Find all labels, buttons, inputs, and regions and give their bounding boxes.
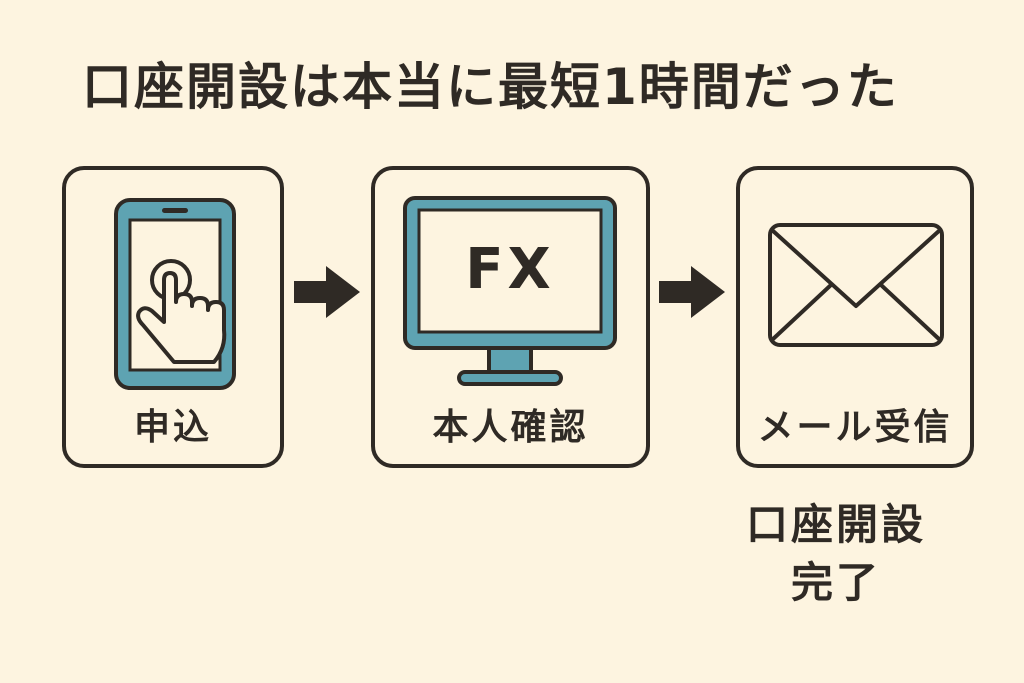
envelope-icon	[768, 223, 944, 347]
arrow-right-icon	[659, 266, 725, 318]
arrow-right-icon	[294, 266, 360, 318]
step-label: 申込	[133, 407, 212, 448]
smartphone-tap-icon	[114, 198, 236, 390]
page-title: 口座開設は本当に最短1時間だった	[82, 58, 899, 116]
step-identity-verification: FX 本人確認	[371, 166, 650, 468]
step-label: メール受信	[757, 407, 953, 448]
completion-line-2: 完了	[790, 558, 881, 607]
monitor-icon	[403, 196, 617, 386]
screen-text: FX	[465, 237, 555, 302]
completion-line-1: 口座開設	[745, 500, 926, 549]
step-email-received: メール受信	[736, 166, 974, 468]
step-application: 申込	[62, 166, 284, 468]
completion-text: 口座開設 完了	[726, 496, 946, 612]
step-label: 本人確認	[432, 407, 589, 448]
